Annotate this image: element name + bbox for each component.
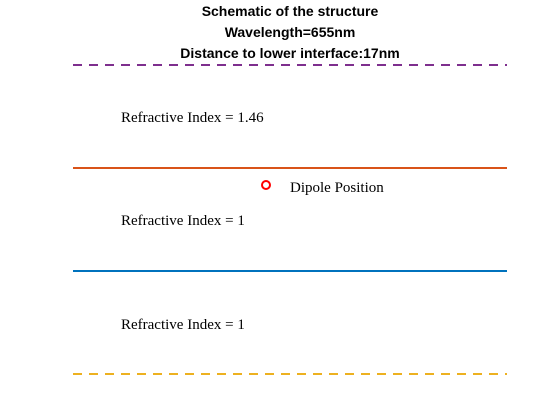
layer-label-bottom: Refractive Index = 1 <box>121 317 245 333</box>
title-line-2: Wavelength=655nm <box>224 24 356 40</box>
layer-label-middle: Refractive Index = 1 <box>121 213 245 229</box>
dipole-marker-icon <box>261 180 271 190</box>
layer-label-top: Refractive Index = 1.46 <box>121 110 264 126</box>
title-line-3: Distance to lower interface:17nm <box>180 45 400 61</box>
dipole-label: Dipole Position <box>290 180 384 196</box>
title-line-1: Schematic of the structure <box>201 3 379 19</box>
